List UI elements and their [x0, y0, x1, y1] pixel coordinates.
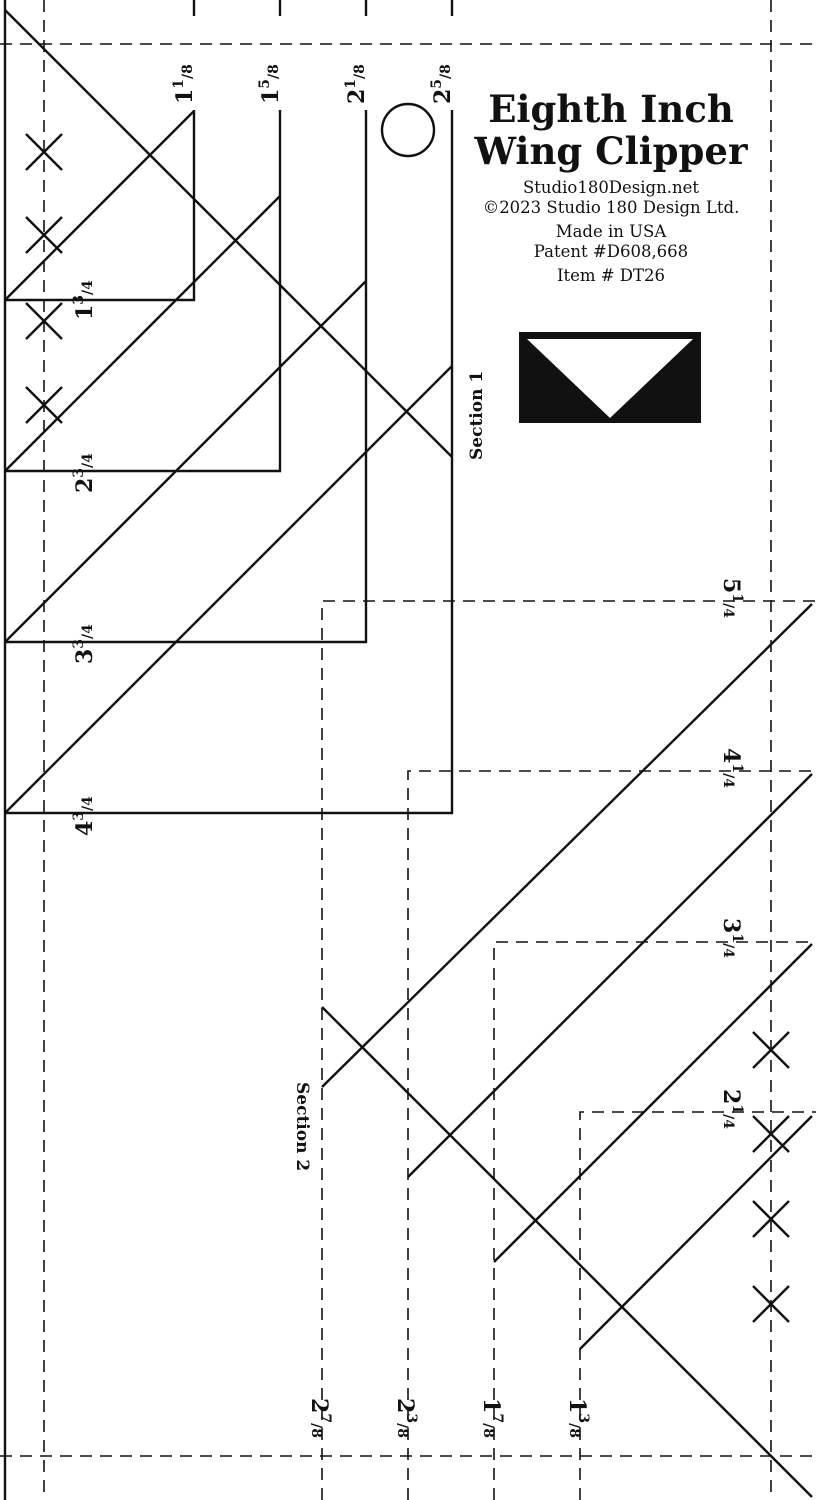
cross-mark-icon [752, 1031, 790, 1069]
flying-geese-icon [519, 332, 701, 423]
measurement-label: 21/8 [343, 64, 370, 104]
product-title-line2: Wing Clipper [474, 129, 748, 173]
item-number-text: Item # DT26 [556, 266, 666, 285]
measurement-label: 25/8 [429, 64, 456, 104]
section1-top-marks: 11/8 15/8 21/8 25/8 [171, 64, 456, 104]
measurement-label: 17/8 [478, 1398, 505, 1438]
measurement-label: 23/4 [71, 453, 98, 493]
measurement-label: 43/4 [71, 796, 98, 836]
cross-mark-icon [25, 386, 63, 424]
measurement-label: 15/8 [257, 64, 284, 104]
cross-mark-icon [752, 1200, 790, 1238]
measurement-label: 31/4 [718, 918, 745, 958]
hang-hole-icon [380, 102, 436, 158]
section2-bottom-marks: 27/8 23/8 17/8 13/8 [306, 1398, 591, 1438]
section2-side-marks: 51/4 41/4 31/4 21/4 [718, 578, 745, 1129]
patent-text: Patent #D608,668 [533, 242, 689, 261]
cross-marks [25, 133, 790, 1323]
cross-mark-icon [25, 302, 63, 340]
solid-lines [3, 0, 813, 1500]
measurement-label: 13/4 [71, 280, 98, 320]
cross-mark-icon [752, 1115, 790, 1153]
section-1-label: Section 1 [467, 371, 487, 460]
cross-mark-icon [752, 1285, 790, 1323]
section1-side-marks: 13/4 23/4 33/4 43/4 [71, 280, 98, 836]
measurement-label: 27/8 [306, 1398, 333, 1438]
product-info: Eighth Inch Wing Clipper Studio180Design… [456, 88, 766, 286]
measurement-label: 21/4 [718, 1089, 745, 1129]
measurement-label: 33/4 [71, 624, 98, 664]
website-text: Studio180Design.net [522, 178, 700, 197]
cross-mark-icon [25, 133, 63, 171]
measurement-label: 23/8 [392, 1398, 419, 1438]
product-title-line1: Eighth Inch [488, 87, 734, 131]
section-2-label: Section 2 [292, 1082, 312, 1171]
measurement-label: 11/8 [171, 64, 198, 104]
measurement-label: 51/4 [718, 578, 745, 618]
measurement-label: 13/8 [564, 1398, 591, 1438]
origin-text: Made in USA [555, 222, 667, 241]
copyright-text: ©2023 Studio 180 Design Ltd. [482, 198, 740, 217]
cross-mark-icon [25, 216, 63, 254]
measurement-label: 41/4 [718, 748, 745, 788]
